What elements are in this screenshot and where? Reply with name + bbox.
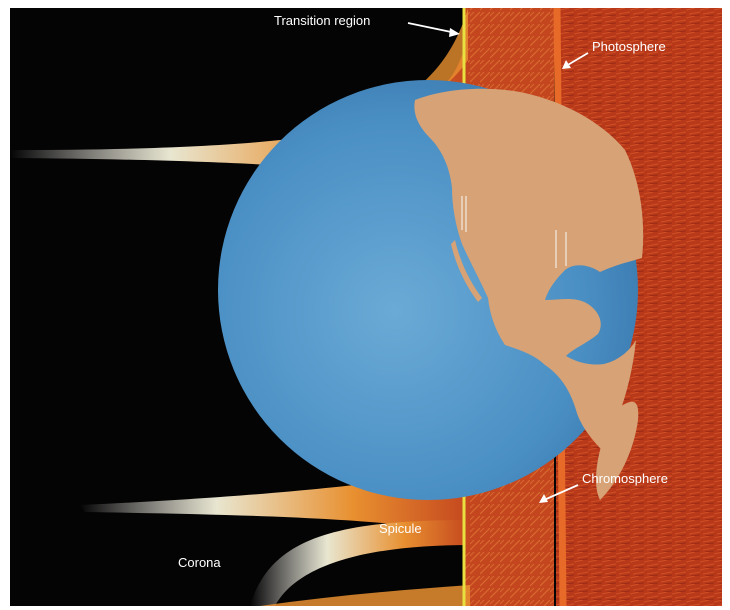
- label-transition-region: Transition region: [274, 13, 370, 28]
- label-corona: Corona: [178, 555, 221, 570]
- label-photosphere: Photosphere: [592, 39, 666, 54]
- label-chromosphere: Chromosphere: [582, 471, 668, 486]
- label-spicule: Spicule: [379, 521, 422, 536]
